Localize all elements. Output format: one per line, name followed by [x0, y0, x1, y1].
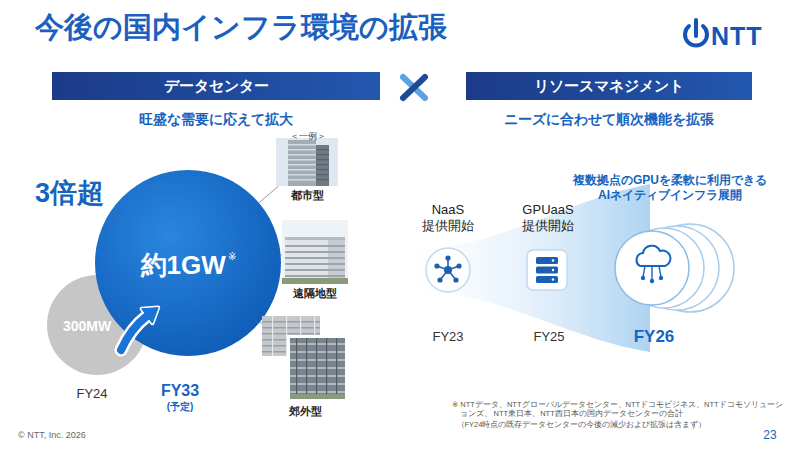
label-slot: ＜一例＞	[283, 131, 333, 142]
copyright: © NTT, Inc. 2026	[18, 430, 86, 441]
ai-infra-icon	[615, 224, 734, 312]
subheading: ニーズに合わせて順次機能を拡張	[466, 111, 752, 129]
category-band: データセンター	[52, 72, 380, 100]
note-text: ＜一例＞	[283, 131, 333, 142]
circle-text-slot: 300MW	[63, 318, 111, 336]
label-slot: 旺盛な需要に応えて拡大	[52, 111, 380, 129]
year-label: FY24	[70, 386, 114, 402]
building-photo	[282, 220, 348, 284]
label-slot: （FY24時点の既存データセンターの今後の減少および拡張は含まず）	[452, 420, 786, 429]
label-slot: ニーズに合わせて順次機能を拡張	[466, 111, 752, 129]
label-slot: FY26	[626, 326, 682, 347]
capacity-circle: 約1GW※	[95, 170, 281, 356]
label-slot: FY24	[70, 386, 114, 402]
building-photo	[262, 316, 348, 402]
milestone-text: NaaS 提供開始	[407, 202, 489, 235]
year-label: FY23	[427, 329, 469, 345]
photo-card: 郊外型	[262, 316, 348, 419]
gpuaas-icon	[527, 250, 567, 290]
cross-symbol	[403, 77, 425, 98]
value-text: 約1GW	[141, 249, 226, 282]
label-slot: GPUaaS 提供開始	[503, 202, 593, 235]
logo-text: NTT	[711, 21, 763, 52]
value-text: 300MW	[63, 318, 111, 336]
year-label: FY33	[150, 381, 210, 401]
photo-card: 遠隔地型	[282, 220, 348, 301]
multiplier-text: 3倍超	[35, 177, 104, 211]
title-slot: 今後の国内インフラ環境の拡張	[35, 9, 447, 45]
label-slot: 23	[755, 428, 785, 443]
photo-card: 都市型	[276, 138, 338, 203]
footnote: ※ NTTデータ、NTTグローバルデータセンター、NTTドコモビジネス、NTTド…	[452, 400, 786, 419]
label-slot: FY25	[528, 329, 570, 345]
label-slot: FY33	[150, 381, 210, 401]
note-text: (予定)	[150, 401, 210, 414]
year-label: FY26	[626, 326, 682, 347]
logo-mark	[685, 20, 707, 45]
subheading: 旺盛な需要に応えて拡大	[52, 111, 380, 129]
naas-icon	[426, 248, 470, 292]
year-label: FY25	[528, 329, 570, 345]
label-slot: 複数拠点のGPUを柔軟に利用できる AIネイティブインフラ展開	[560, 173, 780, 203]
photo-caption: 遠隔地型	[282, 287, 348, 301]
page-number: 23	[755, 428, 785, 443]
circle-text-slot: 約1GW	[141, 249, 226, 282]
photo-caption: 都市型	[276, 189, 338, 203]
milestone-text: 複数拠点のGPUを柔軟に利用できる AIネイティブインフラ展開	[560, 173, 780, 203]
photo-caption: 郊外型	[262, 405, 348, 419]
slide-title: 今後の国内インフラ環境の拡張	[35, 9, 447, 45]
label-slot: ※ NTTデータ、NTTグローバルデータセンター、NTTドコモビジネス、NTTド…	[452, 400, 786, 419]
footnote: （FY24時点の既存データセンターの今後の減少および拡張は含まず）	[452, 420, 786, 429]
label-slot: 3倍超	[35, 177, 104, 211]
label-slot: NTT	[711, 21, 763, 52]
label-slot: FY23	[427, 329, 469, 345]
connector-line	[281, 254, 282, 255]
connector-line	[260, 322, 262, 324]
footnote-mark: ※	[228, 251, 236, 264]
building-photo	[276, 138, 338, 186]
band-text: データセンター	[164, 77, 269, 96]
band-text: リソースマネジメント	[534, 77, 684, 96]
category-band: リソースマネジメント	[466, 72, 752, 100]
milestone-text: GPUaaS 提供開始	[503, 202, 593, 235]
label-slot: © NTT, Inc. 2026	[18, 430, 86, 441]
connector-line	[259, 186, 279, 203]
label-slot: NaaS 提供開始	[407, 202, 489, 235]
label-slot: (予定)	[150, 401, 210, 414]
circle-text-slot: ※	[228, 251, 236, 264]
